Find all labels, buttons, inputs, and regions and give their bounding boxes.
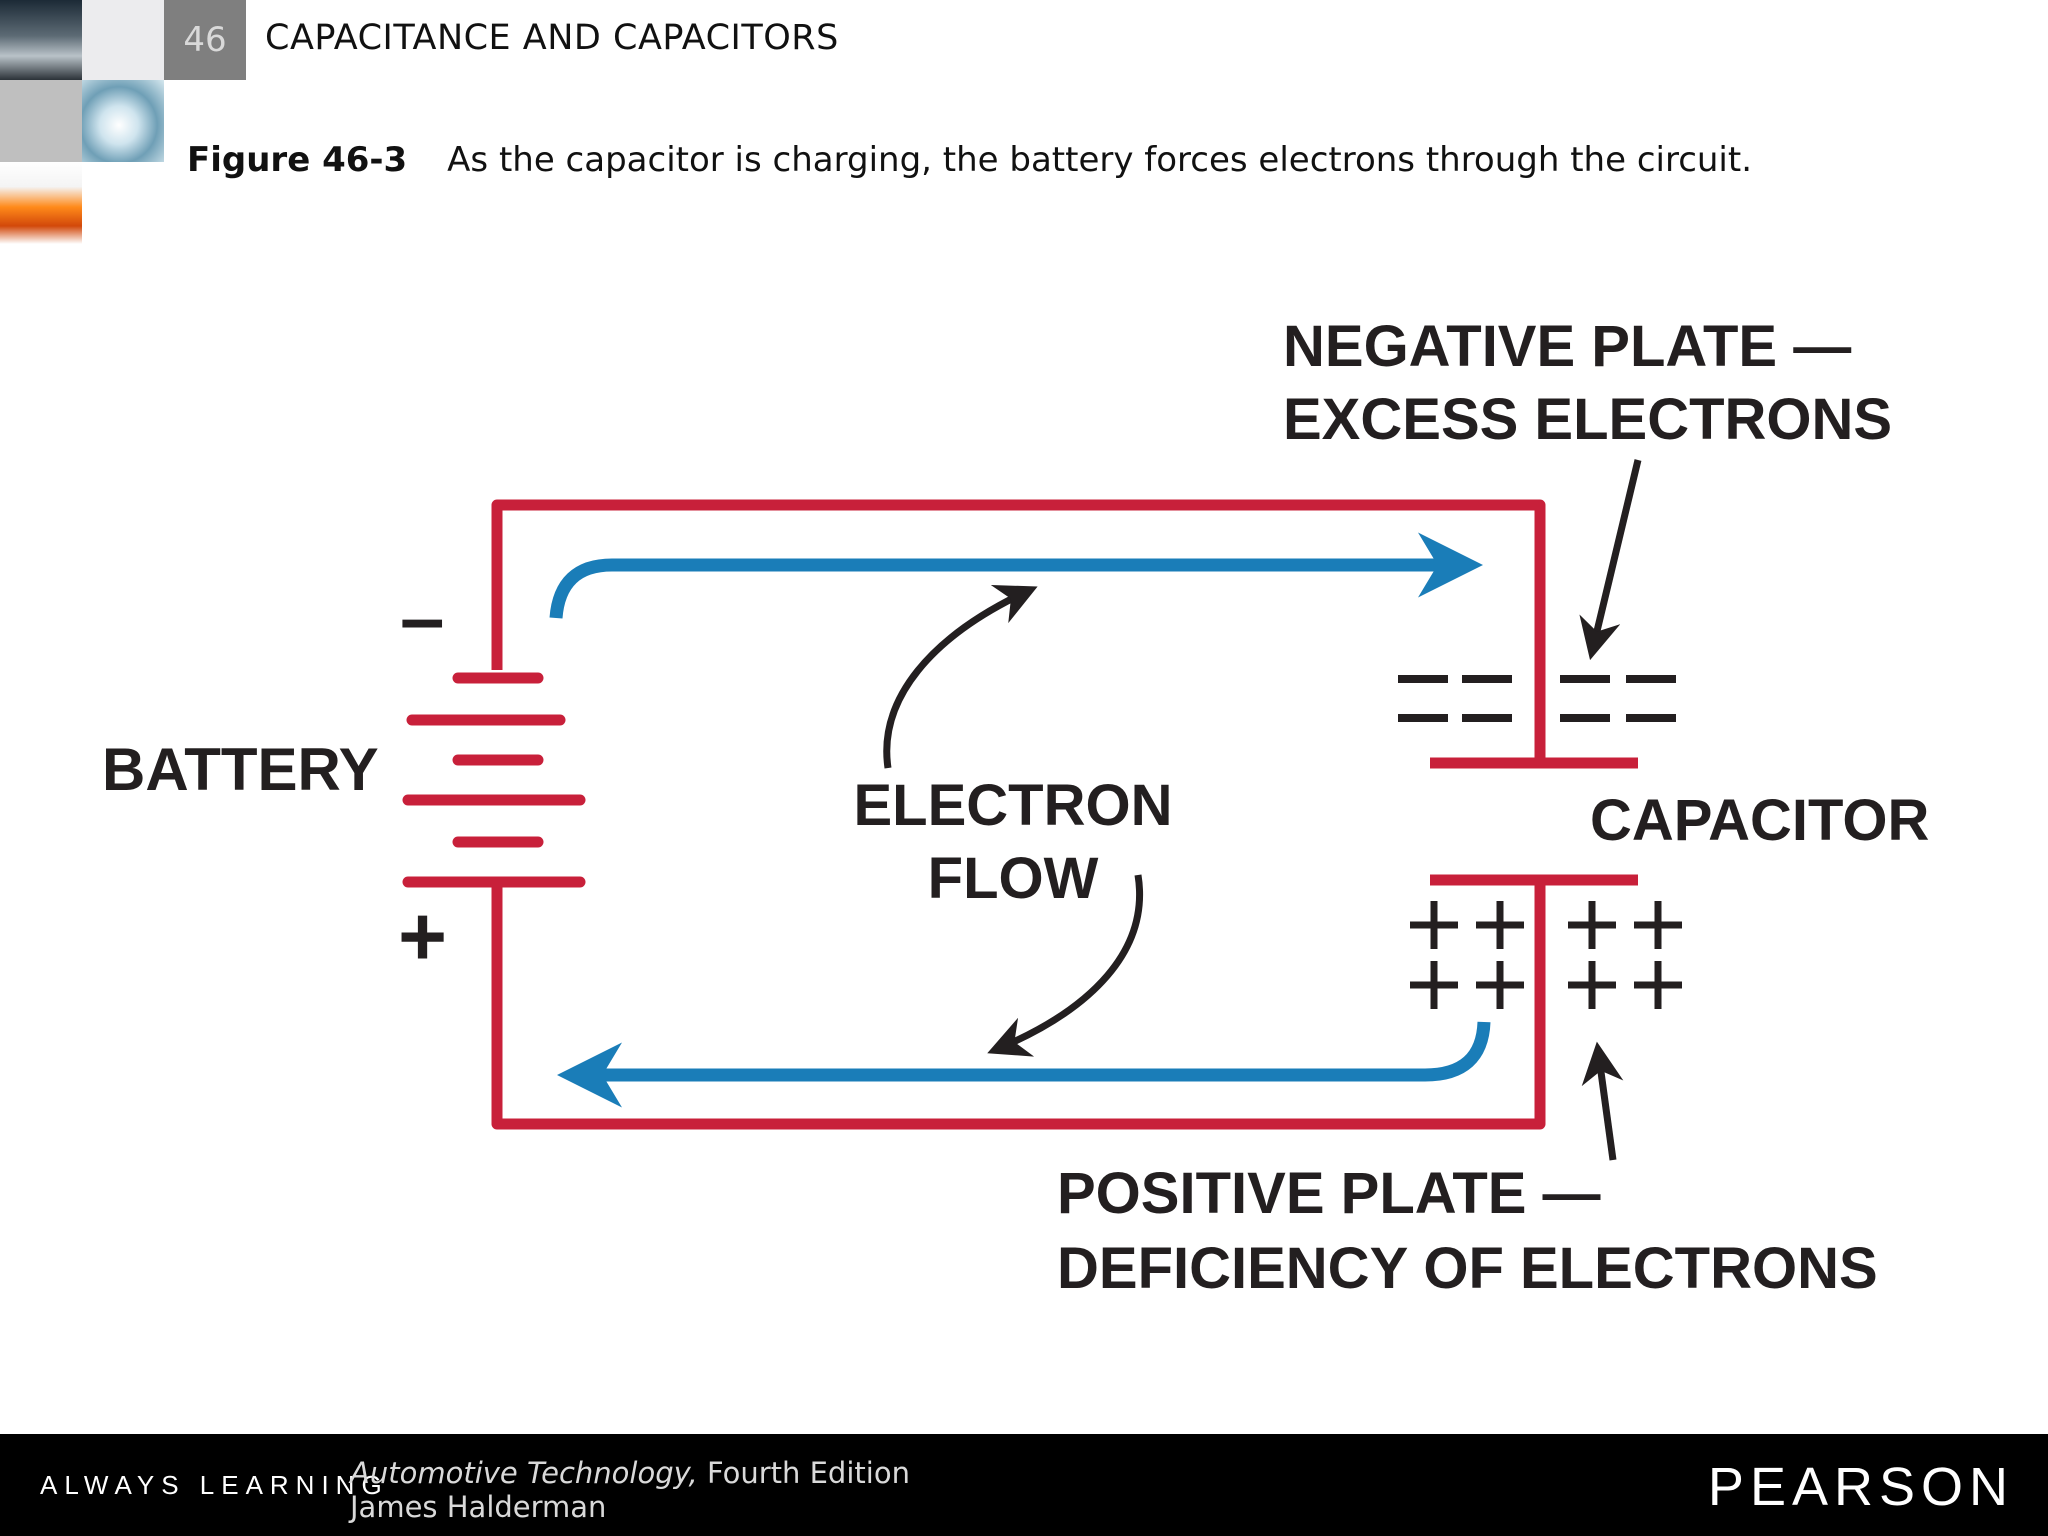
negative-plate-pointer <box>1579 459 1642 661</box>
book-title: Automotive Technology, <box>350 1456 698 1490</box>
figure-caption: Figure 46-3 As the capacitor is charging,… <box>187 140 1752 180</box>
circuit-wire <box>491 499 1546 1130</box>
publisher-logo: PEARSON <box>1707 1457 2014 1517</box>
battery-negative-sign: – <box>400 573 445 662</box>
header-car-thumbnail <box>0 0 82 80</box>
electron-flow-label-line2: FLOW <box>928 846 1099 911</box>
flow-pointer-up <box>883 584 1038 769</box>
negative-plate-label-line1: NEGATIVE PLATE — <box>1283 314 1851 379</box>
chapter-title: CAPACITANCE AND CAPACITORS <box>265 18 839 58</box>
electron-flow-label-line1: ELECTRON <box>854 773 1173 838</box>
figure-label: Figure 46-3 <box>187 140 408 180</box>
flow-pointer-down <box>987 874 1143 1057</box>
battery-symbol <box>402 672 586 888</box>
battery-label: BATTERY <box>102 736 379 803</box>
positive-plate-label-line1: POSITIVE PLATE — <box>1057 1161 1601 1226</box>
header-orange-car-thumbnail <box>0 162 82 244</box>
negative-plate-label-line2: EXCESS ELECTRONS <box>1283 387 1892 452</box>
chapter-number: 46 <box>164 0 246 80</box>
footer-book-info: Automotive Technology, Fourth Edition Ja… <box>350 1456 910 1524</box>
footer-bar: ALWAYS LEARNING Automotive Technology, F… <box>0 1434 2048 1536</box>
header-engine-thumbnail <box>82 80 164 162</box>
book-author: James Halderman <box>350 1490 607 1524</box>
positive-plate-label-line2: DEFICIENCY OF ELECTRONS <box>1057 1236 1878 1301</box>
header-dark-grey-tile <box>0 80 82 162</box>
capacitor-charging-diagram: BATTERY – + ELECTRON FLOW NEGATIVE PLATE… <box>102 314 1929 1301</box>
book-edition: Fourth Edition <box>697 1456 910 1490</box>
capacitor-symbol <box>1430 757 1638 886</box>
positive-charge-marks <box>1410 901 1682 1009</box>
battery-positive-sign: + <box>398 889 447 983</box>
header-grey-tile <box>82 0 164 80</box>
capacitor-label: CAPACITOR <box>1590 788 1929 853</box>
figure-caption-text: As the capacitor is charging, the batter… <box>447 140 1753 180</box>
electron-flow-arrow-top <box>549 532 1483 619</box>
electron-flow-arrow-bottom <box>557 1021 1491 1108</box>
negative-charge-marks <box>1398 675 1676 722</box>
positive-plate-pointer <box>1581 1041 1624 1161</box>
footer-tagline: ALWAYS LEARNING <box>40 1470 389 1500</box>
